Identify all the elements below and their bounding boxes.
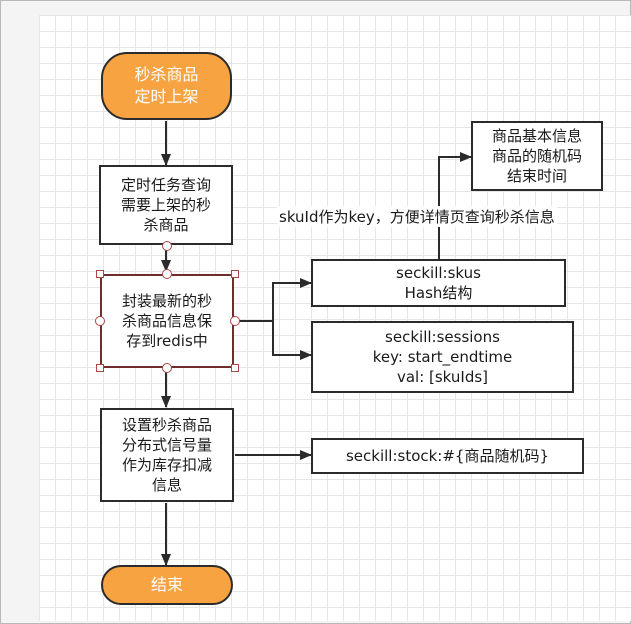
edge-encapsulate-to-sessions[interactable] xyxy=(272,321,312,360)
edge-encapsulate-to-skus[interactable] xyxy=(235,278,312,322)
node-semaphore[interactable]: 设置秒杀商品 分布式信号量 作为库存扣减 信息 xyxy=(100,408,234,502)
connection-point-bottom[interactable] xyxy=(162,363,172,373)
selection-handle-top-left[interactable] xyxy=(96,270,104,278)
selection-handle-top-right[interactable] xyxy=(231,270,239,278)
connection-point-top[interactable] xyxy=(162,241,172,251)
node-seckill-stock[interactable]: seckill:stock:#{商品随机码} xyxy=(311,438,584,474)
node-product-info[interactable]: 商品基本信息 商品的随机码 结束时间 xyxy=(471,121,603,191)
connection-point-top-inner[interactable] xyxy=(162,269,172,279)
connection-point-left[interactable] xyxy=(95,316,105,326)
node-query[interactable]: 定时任务查询 需要上架的秒 杀商品 xyxy=(99,165,233,245)
diagram-canvas[interactable]: 秒杀商品 定时上架 定时任务查询 需要上架的秒 杀商品 封装最新的秒 杀商品信息… xyxy=(39,15,631,621)
connection-point-right[interactable] xyxy=(230,316,240,326)
selection-handle-bottom-left[interactable] xyxy=(96,364,104,372)
node-start[interactable]: 秒杀商品 定时上架 xyxy=(101,52,232,120)
edge-label-skuid-key: skuId作为key，方便详情页查询秒杀信息 xyxy=(277,206,557,227)
node-end[interactable]: 结束 xyxy=(101,565,233,605)
node-seckill-skus[interactable]: seckill:skus Hash结构 xyxy=(311,259,566,307)
selection-handle-bottom-right[interactable] xyxy=(231,364,239,372)
node-seckill-sessions[interactable]: seckill:sessions key: start_endtime val:… xyxy=(311,321,574,393)
node-encapsulate[interactable]: 封装最新的秒 杀商品信息保 存到redis中 xyxy=(100,274,234,368)
